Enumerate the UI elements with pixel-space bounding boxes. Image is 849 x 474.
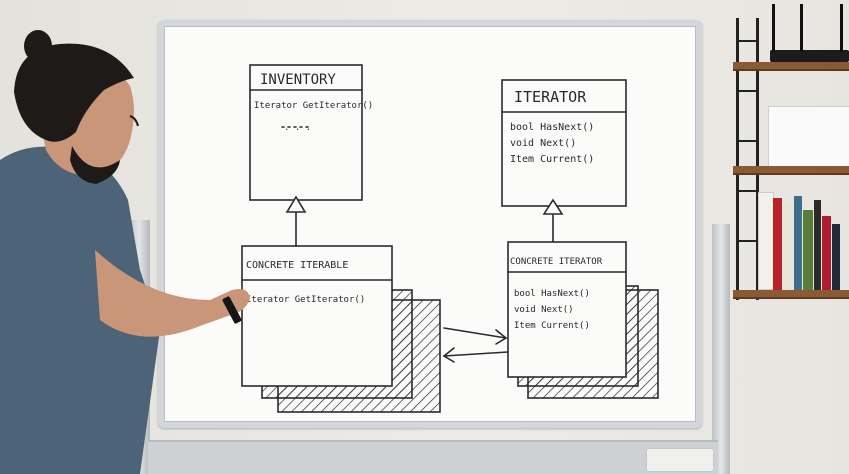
presenter-hair	[14, 43, 134, 142]
concrete-iterator-method-next: void Next()	[514, 305, 574, 315]
concrete-iterator-stack	[507, 241, 659, 399]
router-antenna	[772, 4, 775, 52]
iterator-class-box	[501, 79, 627, 207]
wooden-shelf	[733, 62, 849, 71]
book	[803, 210, 813, 290]
shelf-rung	[736, 40, 759, 42]
whiteboard-stand-right	[712, 224, 730, 474]
concrete-iterable-method: Iterator GetIterator()	[246, 295, 365, 305]
book-row	[758, 190, 849, 290]
inventory-method: Iterator GetIterator()	[254, 101, 373, 111]
wifi-router	[770, 50, 849, 62]
white-storage-box	[768, 106, 849, 170]
router-antenna	[800, 4, 803, 52]
iterator-method-current: Item Current()	[510, 154, 594, 165]
shelf-rung	[736, 90, 759, 92]
inventory-ellipsis: . . .	[284, 123, 311, 133]
inventory-title: INVENTORY	[260, 72, 336, 88]
concrete-iterable-title: CONCRETE ITERABLE	[246, 260, 348, 271]
book	[832, 224, 840, 290]
presenter-beard	[70, 146, 120, 184]
inventory-class-box	[249, 64, 363, 201]
book	[783, 202, 793, 290]
concrete-iterator-method-current: Item Current()	[514, 321, 590, 331]
book	[814, 200, 821, 290]
presenter-person	[0, 30, 250, 474]
whiteboard-handle	[646, 448, 714, 472]
book	[773, 198, 782, 290]
iterator-method-next: void Next()	[510, 138, 576, 149]
whiteboard-base	[148, 440, 718, 474]
inherit-arrow-left	[285, 195, 307, 247]
book	[822, 216, 831, 290]
association-arrows	[442, 327, 509, 363]
shelf-rail-right	[756, 18, 759, 300]
inherit-arrow-right	[542, 198, 564, 246]
iterator-title: ITERATOR	[514, 88, 587, 106]
concrete-iterable-stack	[241, 245, 441, 413]
concrete-iterator-title: CONCRETE ITERATOR	[510, 257, 603, 267]
concrete-iterator-method-hasnext: bool HasNext()	[514, 289, 590, 299]
shelf-rail-left	[736, 18, 739, 300]
presenter-arm	[95, 250, 250, 337]
shelf-rung	[736, 190, 759, 192]
presenter-eyebrow	[129, 115, 139, 127]
presenter-hair-bun	[24, 30, 52, 62]
router-antenna	[840, 4, 843, 52]
shelf-rung	[736, 140, 759, 142]
book	[794, 196, 802, 290]
iterator-method-hasnext: bool HasNext()	[510, 122, 594, 133]
wooden-shelf	[733, 166, 849, 175]
wooden-shelf	[733, 290, 849, 299]
presenter-shirt	[0, 146, 160, 474]
shelf-rung	[736, 240, 759, 242]
